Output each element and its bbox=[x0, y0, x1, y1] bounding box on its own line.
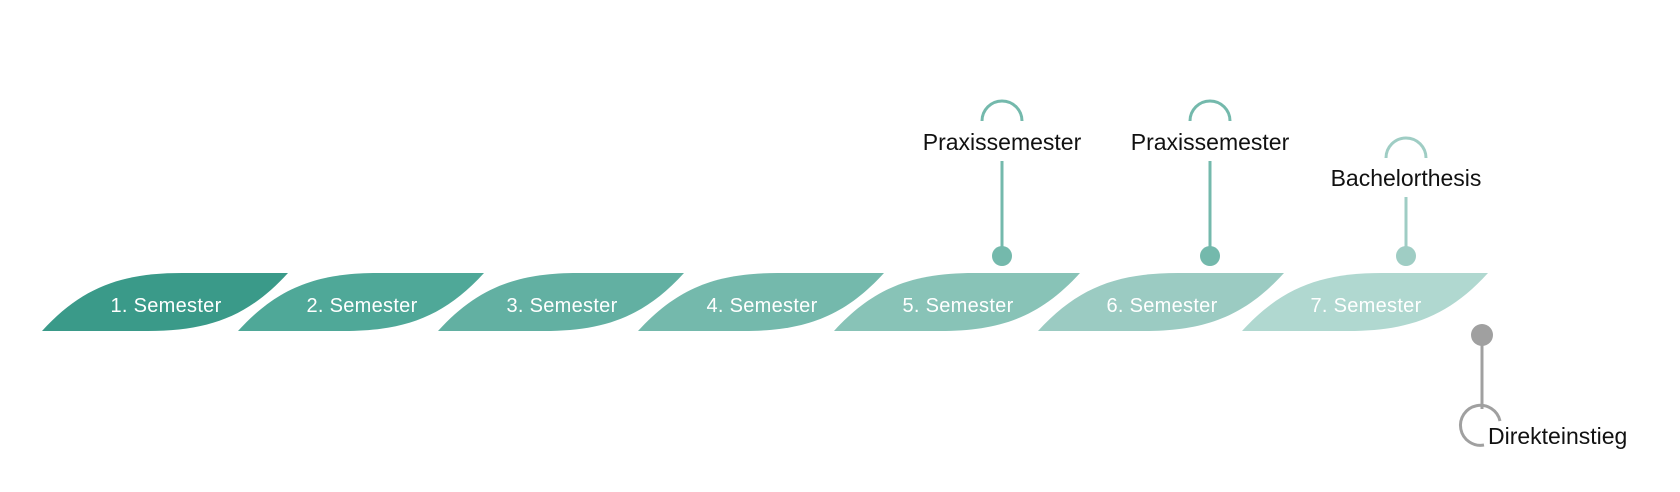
semester-label: 6. Semester bbox=[1106, 295, 1217, 317]
entry-label: Direkteinstieg bbox=[1488, 423, 1627, 449]
semester-shape bbox=[638, 273, 884, 331]
milestone-dot bbox=[1200, 246, 1220, 266]
milestone: Praxissemester bbox=[1131, 99, 1290, 266]
semester-label: 2. Semester bbox=[306, 295, 417, 317]
semester-label: 5. Semester bbox=[902, 295, 1013, 317]
semester-shape bbox=[238, 273, 484, 331]
milestone-label: Praxissemester bbox=[1131, 129, 1290, 155]
semester-segment: 3. Semester bbox=[438, 273, 684, 331]
milestone-arc-icon bbox=[1384, 136, 1428, 159]
semester-segments: 1. Semester 2. Semester 3. Semester 4. Seme… bbox=[42, 273, 1488, 331]
entry-dot bbox=[1471, 324, 1493, 346]
milestone-dot bbox=[992, 246, 1012, 266]
milestone-arc-icon bbox=[1188, 99, 1232, 122]
semester-label: 7. Semester bbox=[1310, 295, 1421, 317]
semester-label: 3. Semester bbox=[506, 295, 617, 317]
milestone-label: Praxissemester bbox=[923, 129, 1082, 155]
semester-shape bbox=[42, 273, 288, 331]
semester-shape bbox=[834, 273, 1080, 331]
milestone-markers: Praxissemester PraxissemesterBachelorthes… bbox=[923, 99, 1482, 266]
semester-segment: 2. Semester bbox=[238, 273, 484, 331]
direct-entry-marker: Direkteinstieg bbox=[1458, 324, 1627, 449]
semester-label: 4. Semester bbox=[706, 295, 817, 317]
entry-arc-icon bbox=[1458, 403, 1502, 447]
semester-segment: 7. Semester bbox=[1242, 273, 1488, 331]
semester-shape bbox=[438, 273, 684, 331]
semester-segment: 1. Semester bbox=[42, 273, 288, 331]
milestone-arc-icon bbox=[980, 99, 1024, 122]
semester-shape bbox=[1038, 273, 1284, 331]
milestone: Bachelorthesis bbox=[1331, 136, 1482, 266]
semester-shape bbox=[1242, 273, 1488, 331]
semester-segment: 6. Semester bbox=[1038, 273, 1284, 331]
semester-segment: 4. Semester bbox=[638, 273, 884, 331]
milestone-label: Bachelorthesis bbox=[1331, 165, 1482, 191]
semester-label: 1. Semester bbox=[110, 295, 221, 317]
semester-segment: 5. Semester bbox=[834, 273, 1080, 331]
milestone: Praxissemester bbox=[923, 99, 1082, 266]
milestone-dot bbox=[1396, 246, 1416, 266]
